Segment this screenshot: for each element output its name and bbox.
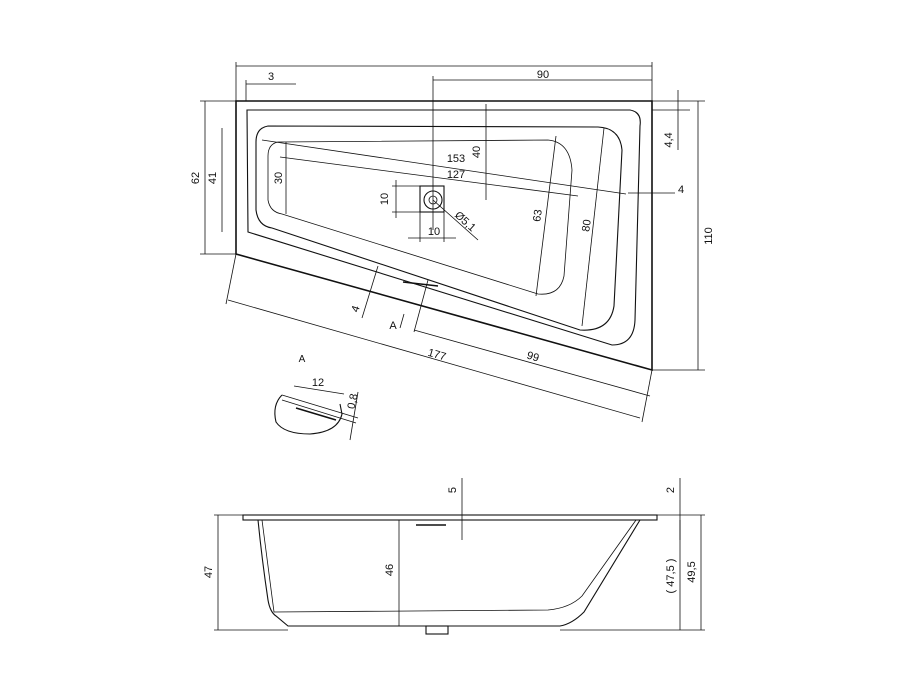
section-arrow (399, 313, 405, 329)
dim-label-3: 3 (268, 71, 274, 83)
dim-label-40: 40 (471, 146, 483, 158)
dim-label-30: 30 (273, 172, 285, 184)
basin-edge (255, 125, 623, 331)
dim-line-4-left (361, 265, 379, 319)
side-rim (242, 514, 658, 521)
dim-label-153: 153 (447, 153, 465, 165)
dim-line-127 (279, 156, 579, 197)
detail-rim (281, 394, 359, 424)
ext-line (413, 279, 429, 333)
dim-label-63: 63 (531, 209, 545, 223)
dim-label-110: 110 (703, 227, 715, 245)
basin-bottom (267, 139, 573, 295)
dim-label-127: 127 (447, 169, 465, 181)
dim-label-4-4: 4,4 (663, 132, 675, 147)
dim-line-153 (261, 139, 627, 195)
dim-label-177: 177 (426, 347, 447, 364)
dim-label-5: 5 (447, 487, 459, 493)
detail-dim-label-0-8: 0,8 (346, 393, 361, 410)
dim-line-80 (581, 127, 605, 327)
dim-label-46: 46 (384, 564, 396, 576)
detail-dim-label-12: 12 (312, 377, 324, 389)
detail-label: A (299, 354, 306, 365)
side-shell-inner (261, 519, 637, 613)
dim-leader-diameter (432, 199, 479, 241)
detail-overflow-slot (295, 407, 337, 421)
dim-label-47: 47 (203, 566, 215, 578)
dim-label-99: 99 (525, 350, 540, 365)
drain-square (419, 185, 445, 213)
dim-label-10-v: 10 (379, 193, 391, 205)
overflow-mark (402, 281, 439, 287)
dim-label-2: 2 (665, 487, 677, 493)
tub-inner-rim (246, 109, 641, 346)
side-drain (425, 625, 449, 635)
dim-label-80: 80 (580, 219, 594, 233)
dim-label-10-h: 10 (428, 226, 440, 238)
detail-profile (274, 394, 343, 435)
ext-line (641, 369, 653, 423)
dim-line-99 (413, 329, 651, 397)
side-view: 47 46 5 2 ( 47,5 ) 49,5 (203, 478, 705, 635)
side-shell (257, 519, 641, 627)
dim-label-62: 62 (190, 172, 202, 184)
top-view: 3 90 110 4,4 4 62 41 30 40 153 127 10 (190, 62, 715, 423)
dim-label-90: 90 (537, 69, 549, 81)
dim-line-63 (535, 135, 557, 297)
detail-a: A 12 0,8 (274, 354, 361, 441)
dim-label-4-right: 4 (678, 184, 684, 196)
dim-label-41: 41 (207, 172, 219, 184)
dim-label-4-left: 4 (349, 304, 362, 314)
dim-label-49-5: 49,5 (686, 561, 698, 582)
ext-line (225, 253, 237, 305)
detail-dim-line-12 (293, 385, 345, 395)
dim-label-47-5: ( 47,5 ) (665, 559, 677, 594)
detail-dim-line-0-8 (349, 391, 359, 441)
section-marker: A (389, 320, 397, 332)
dim-line-177 (227, 299, 641, 419)
dim-label-diameter: Ø5,1 (452, 209, 478, 234)
